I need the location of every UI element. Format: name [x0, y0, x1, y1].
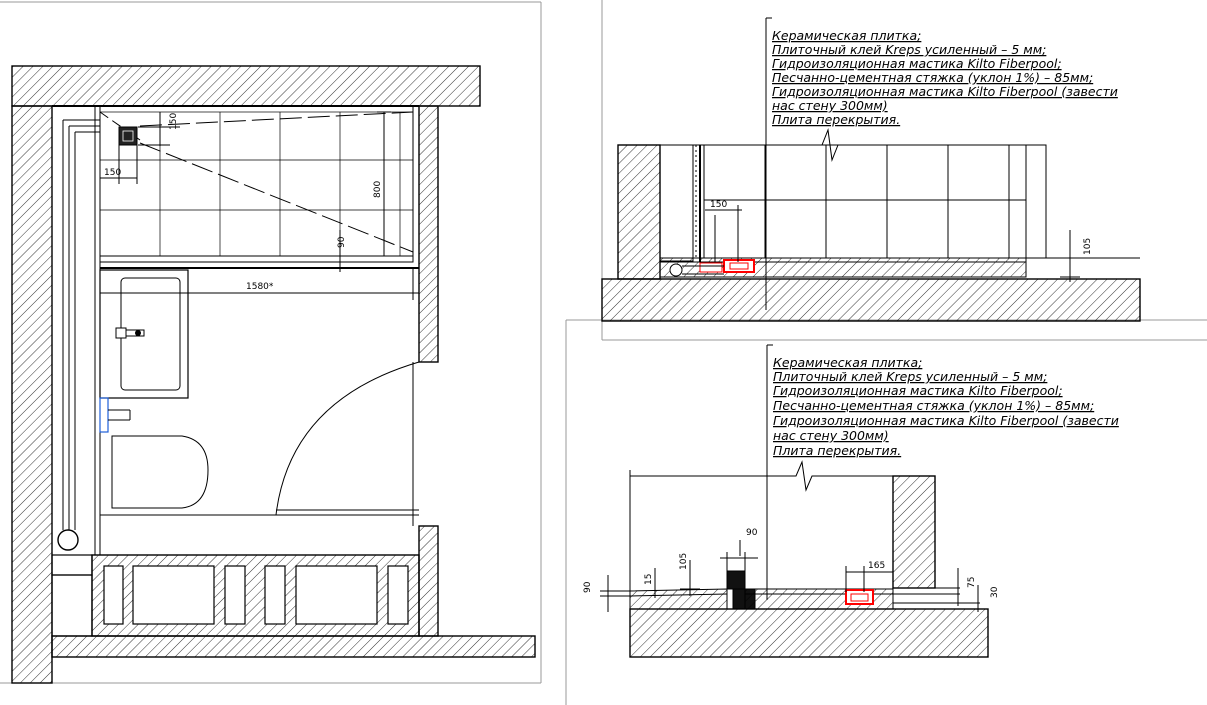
bottom-dim-90-left: 90 — [583, 581, 593, 593]
bottom-note-3: Гидроизоляционная мастика Kilto Fiberpoo… — [773, 383, 1063, 398]
top-section-slab — [601, 278, 1141, 322]
bottom-section-threshold — [726, 570, 746, 590]
top-note-1: Керамическая плитка; — [772, 28, 921, 43]
bottom-dim-15: 15 — [644, 574, 654, 585]
bottom-dim-105: 105 — [679, 553, 689, 570]
plan-flush-button — [99, 397, 109, 433]
bottom-note-4: Песчанно-цементная стяжка (уклон 1%) – 8… — [773, 398, 1094, 413]
plan-dim-90: 90 — [337, 236, 347, 248]
top-dim-105: 105 — [1083, 238, 1093, 255]
plan-floor-drain — [118, 126, 138, 146]
shower-section-bottom: 90 105 15 90 165 75 30 Керамическая плит… — [583, 344, 1119, 658]
shower-section-top: 150 105 Керамическая плитка; Плиточный к… — [601, 17, 1141, 322]
top-section-wall — [617, 144, 661, 280]
top-note-4: Песчанно-цементная стяжка (уклон 1%) – 8… — [772, 70, 1093, 85]
plan-wall-right-upper — [418, 105, 439, 363]
top-dim-150: 150 — [710, 200, 727, 210]
plan-dim-150-h: 150 — [104, 168, 121, 178]
plan-wall-corner — [51, 574, 93, 637]
top-note-6: нас стену 300мм) — [772, 98, 888, 113]
top-note-3: Гидроизоляционная мастика Kilto Fiberpoo… — [772, 56, 1062, 71]
plan-toilet — [111, 435, 209, 509]
bottom-section-wall — [892, 475, 936, 589]
bottom-dim-90-top: 90 — [746, 528, 758, 538]
plan-shower-tiles — [99, 111, 414, 258]
plan-dim-150-v: 150 — [169, 113, 179, 130]
top-section-wall-tiles — [703, 144, 1027, 259]
bathroom-floor-plan: 1580* 150 150 800 90 — [11, 65, 536, 684]
bottom-dim-30: 30 — [990, 586, 1000, 598]
plan-shower-glass — [99, 255, 414, 263]
bottom-dim-75: 75 — [967, 577, 977, 588]
plan-dim-1580: 1580* — [246, 282, 274, 292]
bottom-note-5: Гидроизоляционная мастика Kilto Fiberpoo… — [773, 413, 1119, 428]
plan-wall-top — [11, 65, 481, 107]
bottom-note-6: нас стену 300мм) — [773, 428, 889, 443]
top-note-7: Плита перекрытия. — [772, 112, 900, 127]
plan-riser-pipe — [57, 529, 79, 551]
plan-door-swing — [275, 361, 420, 516]
plan-dim-800: 800 — [373, 181, 383, 198]
plan-vanity — [99, 269, 189, 399]
bottom-section-slab — [629, 608, 989, 658]
bottom-dim-165: 165 — [868, 561, 885, 571]
bottom-note-1: Керамическая плитка; — [773, 355, 922, 370]
top-note-2: Плиточный клей Kreps усиленный – 5 мм; — [772, 42, 1046, 57]
bottom-note-7: Плита перекрытия. — [773, 443, 901, 458]
plan-wall-bottom — [51, 635, 536, 658]
top-note-5: Гидроизоляционная мастика Kilto Fiberpoo… — [772, 84, 1118, 99]
bottom-note-2: Плиточный клей Kreps усиленный – 5 мм; — [773, 369, 1047, 384]
plan-wall-left — [11, 105, 53, 684]
plan-wall-right-lower — [418, 525, 439, 637]
